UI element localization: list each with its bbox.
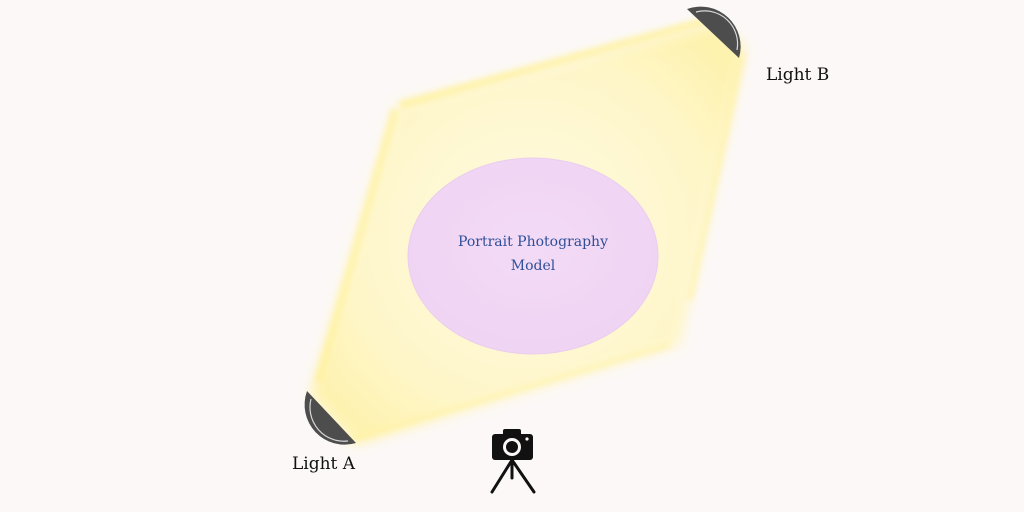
light-b-label: Light B	[766, 65, 830, 85]
model-label-line-1: Portrait Photography	[457, 234, 608, 250]
light-a-fixture-icon	[304, 391, 356, 445]
model-label-line-2: Model	[510, 258, 556, 274]
model-subject	[407, 157, 659, 355]
camera-on-tripod-icon	[490, 429, 536, 494]
light-a-label: Light A	[292, 454, 356, 474]
light-b-fixture-icon	[687, 6, 741, 59]
model-label: Portrait Photography Model	[408, 230, 658, 278]
